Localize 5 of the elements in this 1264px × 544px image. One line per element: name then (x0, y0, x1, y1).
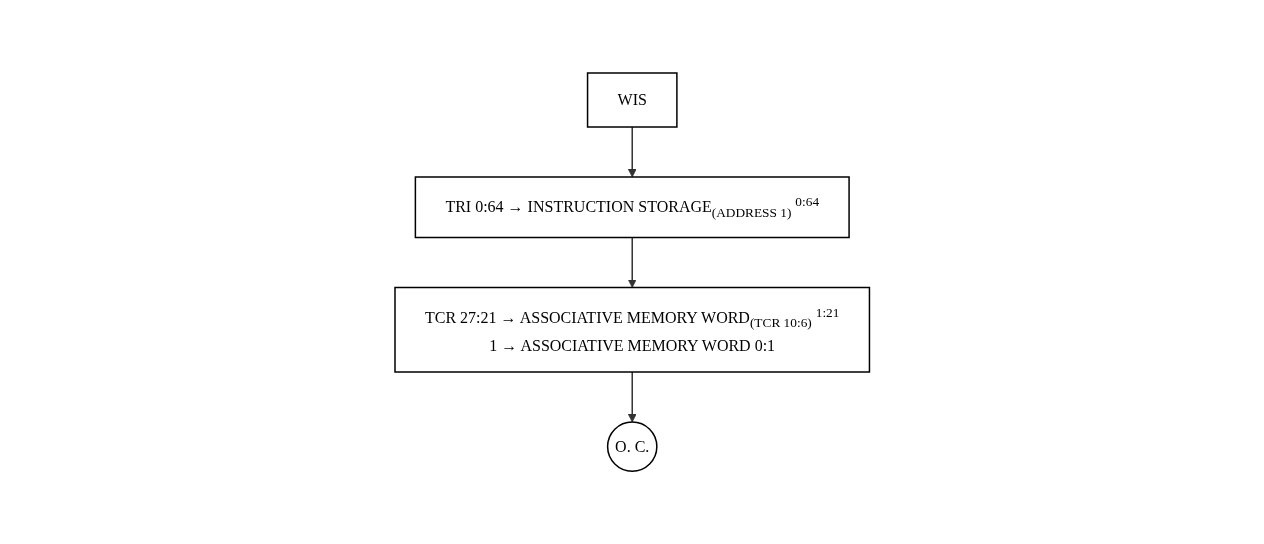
arrow (627, 371, 637, 423)
arrow (627, 236, 637, 288)
arrow (627, 126, 637, 178)
node-box: WIS (586, 72, 678, 128)
node-circle: O. C. (606, 421, 658, 472)
